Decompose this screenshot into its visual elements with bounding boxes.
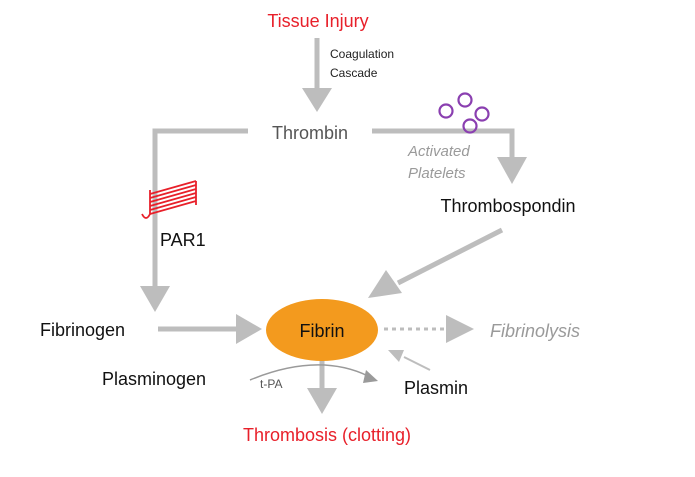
arrow-fibrinogen-to-fibrin <box>158 314 262 344</box>
fibrin-node <box>266 299 378 361</box>
arrow-plasminogen-to-plasmin <box>249 364 378 383</box>
arrow-injury-to-thrombin <box>302 38 332 112</box>
arrow-thrombin-to-thrombospondin <box>372 128 527 184</box>
activated-platelets-label-line2: Platelets <box>408 165 466 182</box>
arrow-fibrin-to-fibrinolysis <box>384 315 474 343</box>
activated-platelets-label-line1: Activated <box>407 143 470 160</box>
activated-platelets-icon <box>438 92 490 134</box>
plasminogen-label: Plasminogen <box>102 369 206 389</box>
plasmin-label: Plasmin <box>404 378 468 398</box>
arrow-plasmin-to-fibrin <box>388 350 431 371</box>
thrombospondin-label: Thrombospondin <box>440 196 575 216</box>
arrow-thrombin-to-fibrinogen <box>140 128 248 312</box>
arrow-fibrin-to-thrombosis <box>307 352 337 414</box>
fibrin-label: Fibrin <box>299 321 344 341</box>
par1-receptor-icon <box>141 180 197 219</box>
tpa-label: t-PA <box>260 377 282 391</box>
arrow-thrombospondin-to-fibrin <box>368 227 504 298</box>
fibrinogen-label: Fibrinogen <box>40 320 125 340</box>
thrombin-label: Thrombin <box>272 123 348 143</box>
thrombosis-label: Thrombosis (clotting) <box>243 425 411 445</box>
fibrinolysis-label: Fibrinolysis <box>490 321 580 341</box>
tissue-injury-label: Tissue Injury <box>267 11 368 31</box>
coagulation-cascade-label-line2: Cascade <box>330 66 378 80</box>
par1-label: PAR1 <box>160 230 206 250</box>
coagulation-cascade-label-line1: Coagulation <box>330 47 394 61</box>
